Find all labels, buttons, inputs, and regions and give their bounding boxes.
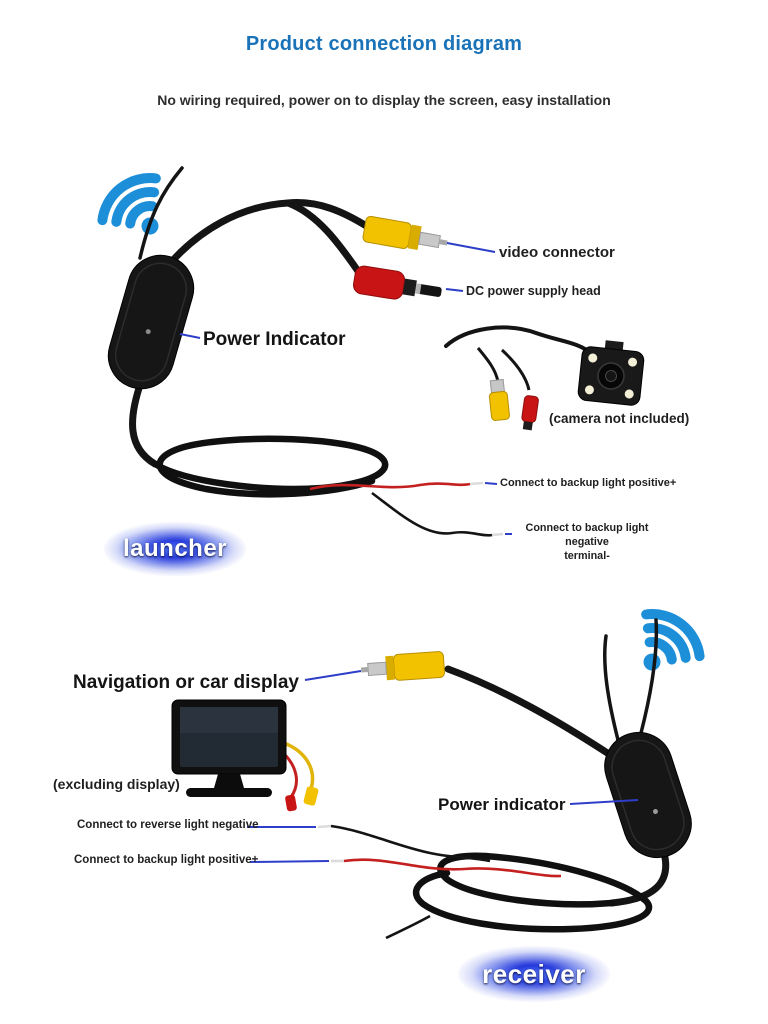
display-power-plug bbox=[285, 794, 297, 812]
leader-dc-power bbox=[445, 288, 464, 292]
launcher-badge: launcher bbox=[104, 520, 246, 578]
dc-plug-body bbox=[353, 265, 406, 300]
wifi-signal-icon bbox=[641, 609, 705, 671]
camera-power-connector bbox=[521, 395, 539, 431]
wifi-arc-large bbox=[641, 609, 705, 662]
receiver-badge-text: receiver bbox=[482, 958, 586, 989]
camera-rca-pigtail bbox=[476, 347, 500, 383]
receiver-body bbox=[604, 731, 692, 859]
backup-positive-label: Connect to backup light positive+ bbox=[500, 477, 677, 489]
transmitter-module bbox=[107, 254, 195, 390]
wifi-arc-small bbox=[644, 637, 677, 665]
rca-female-barrel bbox=[489, 378, 505, 394]
backup-positive-wire-bare-tip bbox=[469, 481, 484, 486]
video-branch-cable bbox=[284, 199, 372, 231]
backup-negative-label-line2: terminal- bbox=[564, 550, 610, 563]
reverse-negative-wire bbox=[330, 824, 491, 863]
dc-plug-ring bbox=[414, 283, 422, 295]
rca-video-connector-receiver bbox=[360, 651, 446, 681]
leader-video-connector bbox=[446, 242, 496, 253]
rca-body bbox=[362, 215, 412, 249]
receiver-coil-wire-end bbox=[385, 914, 431, 940]
launcher-wire-coil bbox=[151, 435, 389, 498]
display-rca-female bbox=[303, 786, 319, 806]
rca-body bbox=[392, 651, 446, 681]
display-stand-base bbox=[186, 788, 272, 797]
rca-female-body bbox=[488, 391, 510, 421]
backup-negative-label: Connect to backup light negative termina… bbox=[512, 521, 662, 563]
transmitter-bottom-cable bbox=[129, 378, 159, 468]
rca-barrel bbox=[418, 231, 441, 249]
page-subtitle: No wiring required, power on to display … bbox=[157, 92, 611, 108]
transmitter-body bbox=[107, 254, 195, 390]
display-yellow-wire bbox=[283, 741, 315, 790]
receiver-video-cable bbox=[444, 665, 616, 760]
backup-positive-bottom-label: Connect to backup light positive+ bbox=[74, 854, 259, 866]
leader-backup-positive-bottom bbox=[249, 860, 330, 863]
reverse-negative-label: Connect to reverse light negative bbox=[77, 819, 259, 831]
backup-positive-wire bbox=[309, 482, 471, 491]
camera-power-tip bbox=[522, 421, 533, 431]
launcher-badge-text: launcher bbox=[122, 535, 228, 562]
camera-rca-female-connector bbox=[488, 378, 510, 421]
receiver-antenna-wire bbox=[603, 634, 620, 742]
display-stand-neck bbox=[214, 774, 244, 788]
camera-lens-inner bbox=[605, 370, 617, 382]
backup-positive-wire bbox=[343, 858, 562, 878]
receiver-antenna-wire bbox=[639, 618, 659, 735]
receiver-wire-coil bbox=[412, 852, 653, 933]
transmitter-antenna-wire bbox=[138, 166, 184, 260]
camera-note-label: (camera not included) bbox=[549, 411, 690, 426]
rca-barrel bbox=[367, 661, 388, 677]
page-title: Product connection diagram bbox=[245, 33, 523, 55]
camera-power-body bbox=[521, 395, 539, 423]
receiver-bottom-cable bbox=[608, 849, 670, 907]
wifi-arc-medium bbox=[642, 623, 691, 663]
wifi-signal-icon bbox=[97, 173, 161, 235]
dc-plug-barrel bbox=[415, 283, 442, 297]
rca-collar bbox=[385, 655, 395, 681]
transmitter-power-led bbox=[145, 329, 151, 335]
nav-display-label: Navigation or car display bbox=[73, 672, 299, 693]
camera-led bbox=[588, 353, 598, 363]
receiver-badge: receiver bbox=[458, 944, 610, 1004]
transmitter-output-cable bbox=[162, 199, 292, 272]
car-display bbox=[171, 699, 319, 812]
receiver-power-led bbox=[652, 809, 658, 815]
wifi-arc-large bbox=[97, 173, 161, 226]
power-indicator-bottom-label: Power indicator bbox=[438, 795, 566, 814]
power-indicator-label: Power Indicator bbox=[203, 329, 346, 350]
leader-nav-display bbox=[304, 670, 362, 681]
camera-led bbox=[624, 389, 634, 399]
backup-negative-wire-bare-tip bbox=[491, 532, 504, 537]
rca-video-connector bbox=[362, 215, 448, 250]
leader-power-indicator bbox=[179, 333, 201, 339]
transmitter-seam bbox=[114, 262, 188, 382]
receiver-module bbox=[604, 731, 692, 859]
display-screen-glare bbox=[180, 707, 278, 733]
leader-power-indicator-bottom bbox=[569, 799, 639, 805]
leader-backup-positive bbox=[484, 482, 498, 485]
camera-cable bbox=[444, 325, 594, 356]
camera-unit bbox=[577, 340, 645, 406]
video-connector-label: video connector bbox=[499, 244, 615, 261]
excluding-display-label: (excluding display) bbox=[53, 776, 180, 792]
rca-pin bbox=[360, 666, 369, 673]
rca-pin bbox=[438, 239, 448, 246]
camera-led bbox=[628, 357, 638, 367]
dc-power-plug bbox=[353, 265, 442, 300]
camera-power-pigtail bbox=[500, 348, 531, 391]
wifi-arc-medium bbox=[111, 187, 160, 227]
receiver-seam bbox=[611, 739, 685, 851]
dc-branch-cable bbox=[284, 199, 364, 278]
dc-power-label: DC power supply head bbox=[466, 284, 601, 298]
backup-negative-label-line1: Connect to backup light negative bbox=[525, 522, 649, 549]
reverse-negative-wire-bare-tip bbox=[317, 824, 332, 829]
backup-negative-wire bbox=[371, 491, 493, 537]
wifi-arc-small bbox=[125, 201, 158, 229]
camera-led bbox=[584, 385, 594, 395]
dc-plug-neck bbox=[402, 278, 417, 297]
